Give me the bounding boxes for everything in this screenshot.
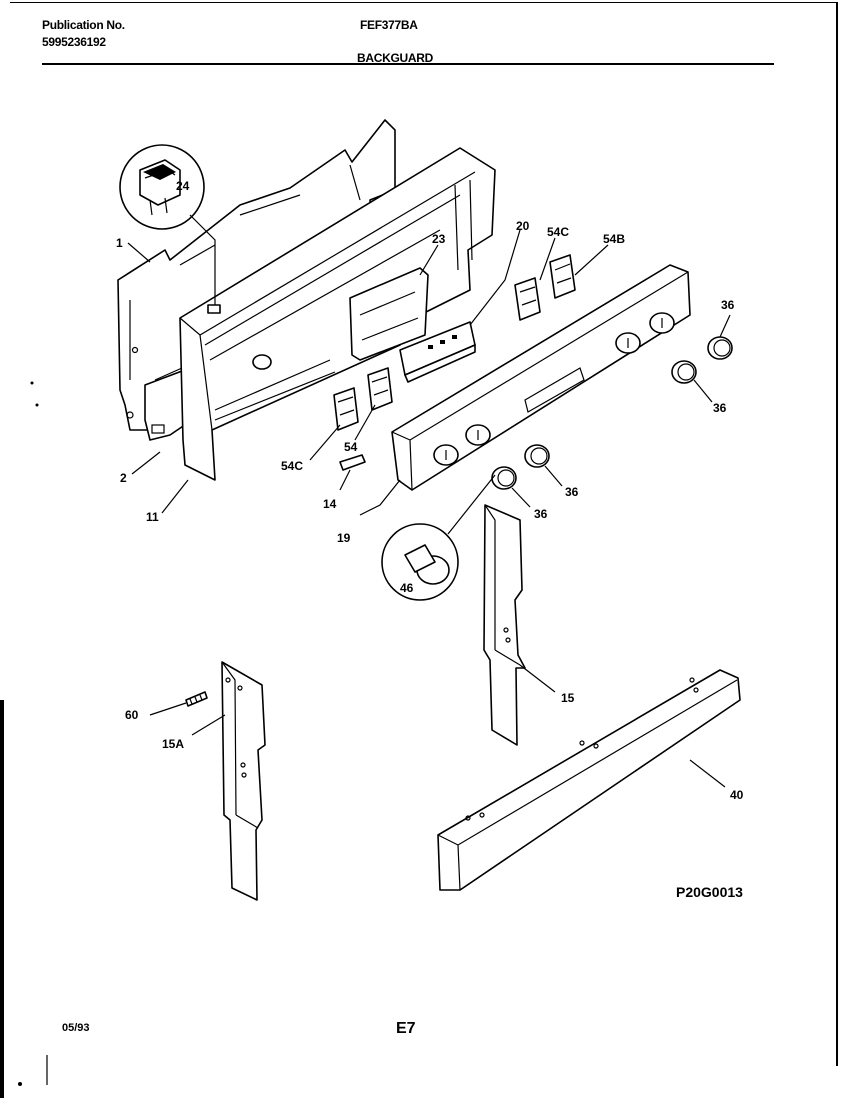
leader-54 [354, 404, 376, 441]
frame-top-border [10, 2, 838, 3]
callout-20: 20 [516, 219, 530, 233]
callout-2: 2 [120, 471, 127, 485]
part-15A-end-bracket [221, 661, 266, 901]
callout-36-c: 36 [565, 485, 579, 499]
callout-40: 40 [730, 788, 744, 802]
part-15-end-bracket [483, 504, 556, 746]
scan-speck [30, 381, 34, 385]
section-title: BACKGUARD [357, 51, 433, 65]
callout-19: 19 [337, 531, 351, 545]
footer-page: E7 [396, 1020, 416, 1037]
part-60-screw [149, 691, 226, 736]
part-36-knob-a [707, 314, 733, 360]
leader-54C-left [309, 424, 341, 461]
callout-24: 24 [176, 179, 190, 193]
frame-right-border [836, 2, 838, 1066]
callout-60: 60 [125, 708, 139, 722]
part-14-clip [339, 454, 366, 491]
scan-speck [18, 1082, 22, 1086]
callout-23: 23 [432, 232, 446, 246]
callout-54C-left: 54C [281, 459, 303, 473]
part-46-knob-inset [381, 474, 496, 601]
callout-36-b: 36 [713, 401, 727, 415]
part-36-knob-d [491, 466, 531, 508]
scan-speck [35, 403, 39, 407]
part-11-backguard-housing [179, 147, 496, 481]
callout-46: 46 [400, 581, 414, 595]
part-54C-switch-top [514, 277, 541, 321]
leader-11 [161, 479, 189, 514]
leader-54C-top [539, 237, 556, 281]
callout-15: 15 [561, 691, 575, 705]
callout-1: 1 [116, 236, 123, 250]
leader-23 [419, 244, 439, 276]
header-rule [42, 63, 774, 65]
part-24-rocker-switch-inset [119, 144, 216, 305]
callout-54B: 54B [603, 232, 625, 246]
part-19-control-panel [359, 264, 691, 516]
part-36-knob-b [671, 360, 713, 403]
footer-date: 05/93 [62, 1022, 90, 1034]
publication-label: Publication No. [42, 18, 125, 32]
callout-54C-top: 54C [547, 225, 569, 239]
callout-15A: 15A [162, 737, 184, 751]
part-54-switch [367, 367, 393, 411]
callout-14: 14 [323, 497, 337, 511]
part-54B-switch [549, 254, 576, 299]
callout-54: 54 [344, 440, 358, 454]
part-36-knob-c [524, 444, 563, 487]
callout-36-d: 36 [534, 507, 548, 521]
part-54C-switch-left [333, 387, 359, 431]
callout-36-a: 36 [721, 298, 735, 312]
leader-1 [127, 242, 151, 263]
model-number: FEF377BA [360, 18, 418, 32]
callout-11: 11 [146, 510, 159, 524]
scan-edge [0, 700, 4, 1098]
part-20-clock-timer [399, 321, 476, 383]
leader-2 [131, 451, 161, 475]
publication-number: 5995236192 [42, 35, 106, 49]
leader-20 [469, 229, 521, 326]
diagram-code: P20G0013 [676, 884, 743, 900]
leader-54B [574, 244, 609, 276]
part-40-trim-bar [437, 669, 741, 891]
part-23-bracket [349, 267, 429, 361]
